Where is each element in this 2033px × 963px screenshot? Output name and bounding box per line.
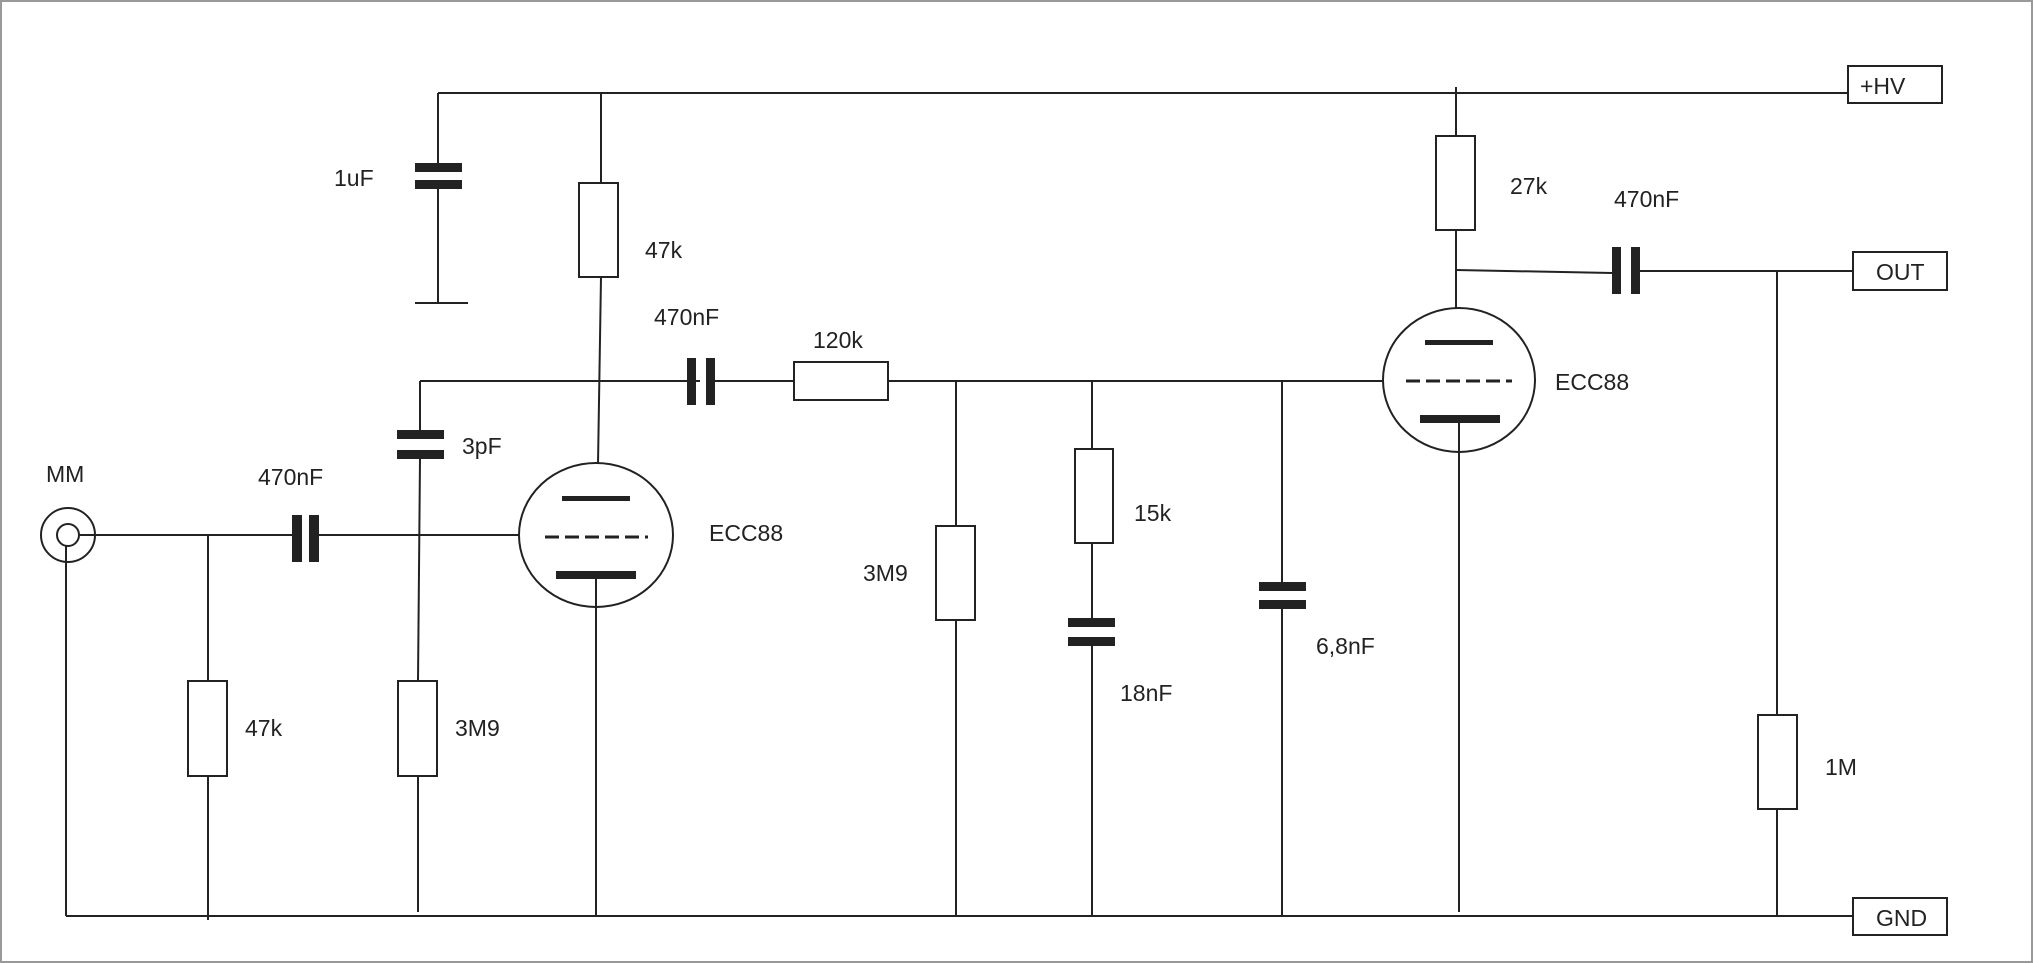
mm-input-label: MM (46, 461, 84, 487)
tube-1-label: ECC88 (709, 520, 783, 546)
output-capacitor: 470nF (1455, 186, 1853, 294)
coupling-capacitor-1-label: 470nF (654, 304, 719, 330)
supply-capacitor-label: 1uF (334, 165, 374, 191)
out-terminal-label: OUT (1876, 259, 1925, 285)
grid-resistor-2-label: 3M9 (863, 560, 908, 586)
tube-2: ECC88 (1382, 307, 1629, 912)
grid-resistor-1-label: 3M9 (455, 715, 500, 741)
out-terminal: OUT (1852, 251, 1948, 291)
grid-resistor-2: 3M9 (863, 381, 976, 916)
coupling-capacitor-1: 470nF (654, 304, 794, 405)
hv-terminal-label: +HV (1860, 73, 1906, 99)
input-capacitor-label: 470nF (258, 464, 323, 490)
shunt-capacitor-label: 6,8nF (1316, 633, 1375, 659)
gnd-terminal-label: GND (1876, 905, 1927, 931)
gnd-terminal: GND (1852, 897, 1948, 936)
input-resistor-label: 47k (245, 715, 283, 741)
riaa-resistor-label: 15k (1134, 500, 1172, 526)
feedback-capacitor-label: 3pF (462, 433, 502, 459)
series-resistor: 120k (793, 327, 1385, 401)
tube-1: ECC88 (518, 462, 783, 916)
feedback-capacitor: 3pF (397, 380, 700, 682)
riaa-capacitor: 18nF (1068, 618, 1172, 916)
series-resistor-label: 120k (813, 327, 863, 353)
shunt-capacitor: 6,8nF (1259, 381, 1375, 916)
tube-2-label: ECC88 (1555, 369, 1629, 395)
plate-resistor-2: 27k (1435, 87, 1548, 344)
riaa-resistor: 15k (1074, 381, 1172, 618)
mm-input-jack: MM (40, 461, 96, 916)
plate-resistor-2-label: 27k (1510, 173, 1548, 199)
plate-resistor-1-label: 47k (645, 237, 683, 263)
output-resistor: 1M (1757, 271, 1857, 916)
input-capacitor: 470nF (258, 464, 545, 562)
hv-terminal: +HV (1847, 65, 1943, 104)
riaa-capacitor-label: 18nF (1120, 680, 1172, 706)
output-resistor-label: 1M (1825, 754, 1857, 780)
output-capacitor-label: 470nF (1614, 186, 1679, 212)
input-resistor: 47k (187, 535, 283, 920)
supply-capacitor: 1uF (334, 93, 468, 304)
plate-resistor-1: 47k (578, 93, 683, 465)
grid-resistor-1: 3M9 (397, 680, 500, 912)
